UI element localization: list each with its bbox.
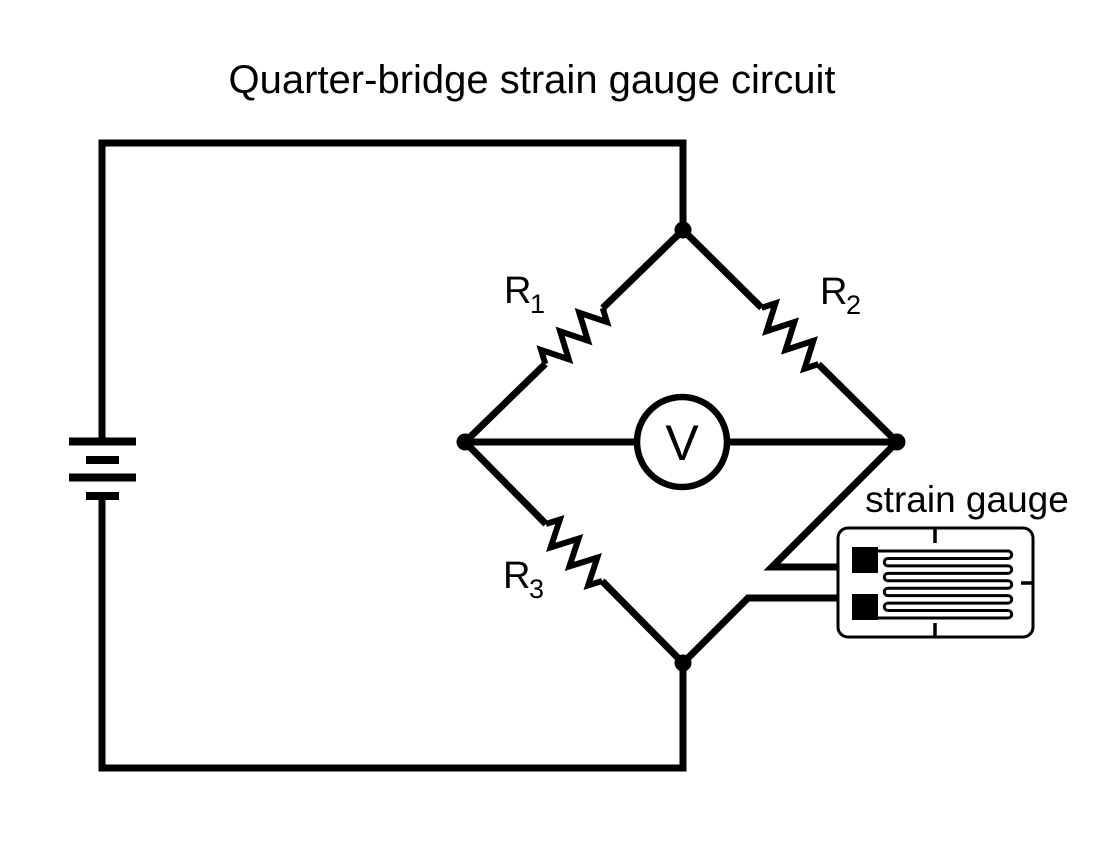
voltmeter: V	[465, 393, 897, 491]
wire-top-loop	[98, 139, 687, 438]
resistor-r1: R 1	[462, 227, 686, 445]
resistor-r3-label: R	[503, 555, 530, 597]
wire-r2-lower	[815, 361, 900, 445]
voltmeter-circle	[633, 393, 731, 491]
node-right	[888, 433, 906, 451]
resistor-r3: R 3	[462, 439, 686, 666]
strain-gauge-grid	[878, 549, 1014, 620]
wire-r3-upper	[462, 439, 549, 527]
strain-gauge-pad-lower	[852, 594, 878, 620]
strain-gauge: strain gauge	[836, 479, 1069, 639]
wire-r2-upper	[680, 227, 765, 311]
wire-gauge-lead-upper	[763, 439, 900, 571]
junction-nodes	[456, 221, 906, 672]
wire-r1-lower	[462, 361, 548, 445]
resistor-r1-label: R	[504, 270, 531, 312]
node-top	[674, 221, 692, 239]
resistor-r2: R 2	[680, 227, 900, 445]
strain-gauge-label: strain gauge	[865, 479, 1069, 520]
diagram-title: Quarter-bridge strain gauge circuit	[229, 58, 836, 102]
resistor-r2-zigzag	[760, 298, 820, 374]
node-bottom	[674, 654, 692, 672]
strain-gauge-body	[836, 526, 1035, 639]
strain-gauge-leads	[680, 439, 900, 666]
resistor-r1-zigzag	[536, 307, 612, 365]
resistor-r2-label: R	[820, 271, 847, 313]
resistor-r2-subscript: 2	[846, 290, 861, 320]
wire-gauge-lead-lower	[680, 594, 862, 666]
node-left	[456, 433, 474, 451]
wire-r1-upper	[600, 227, 686, 311]
wire-r3-lower	[599, 578, 686, 666]
strain-gauge-pad-upper	[852, 547, 878, 573]
voltmeter-label: V	[665, 415, 699, 471]
battery-symbol	[69, 437, 136, 500]
wire-bottom-loop	[98, 500, 687, 772]
supply-loop-wires	[98, 139, 687, 772]
resistor-r1-subscript: 1	[530, 289, 545, 319]
resistor-r3-subscript: 3	[529, 574, 544, 604]
resistor-r3-zigzag	[545, 515, 603, 590]
